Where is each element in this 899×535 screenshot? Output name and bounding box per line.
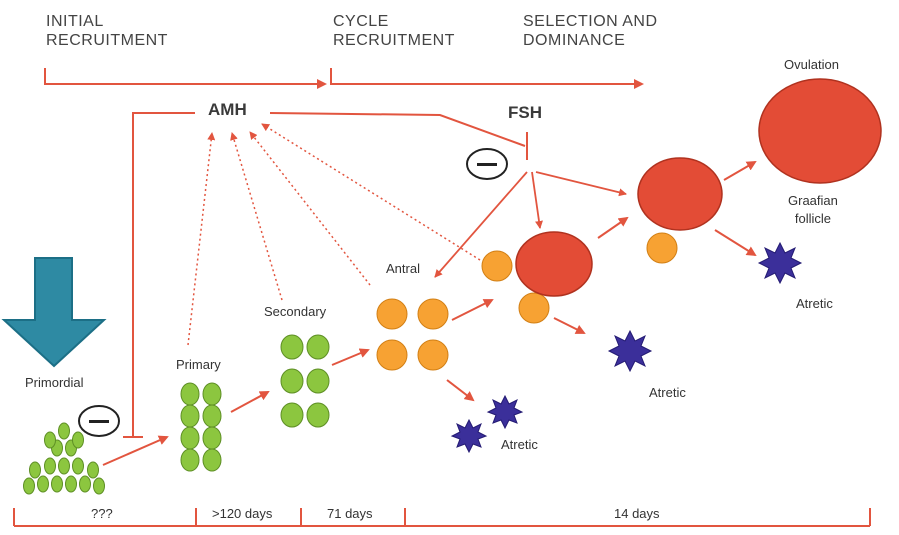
header-selection-line1: SELECTION AND	[523, 13, 658, 30]
timeline-label-preantral: >120 days	[212, 506, 273, 521]
atretic-label-selection: Atretic	[649, 385, 686, 400]
blue-down-arrow	[1, 257, 107, 368]
primordial-follicles	[23, 422, 105, 495]
phase-arrows	[44, 68, 644, 89]
header-initial-line1: INITIAL	[46, 13, 104, 30]
stage-primordial-label: Primordial	[25, 375, 84, 390]
stage-secondary-label: Secondary	[264, 304, 327, 319]
graafian-line2: follicle	[794, 211, 831, 226]
selection-follicles	[481, 78, 882, 324]
atretic-label-dominance: Atretic	[796, 296, 833, 311]
timeline-label-antral: 71 days	[327, 506, 373, 521]
header-initial-line2: RECRUITMENT	[46, 32, 168, 49]
timeline-label-selection: 14 days	[614, 506, 660, 521]
header-cycle-recruitment: CYCLE RECRUITMENT	[333, 12, 455, 50]
stage-graafian-label: Graafian follicle	[788, 192, 838, 228]
header-selection-line2: DOMINANCE	[523, 32, 626, 49]
amh-label: AMH	[208, 100, 247, 119]
amh-feedback	[187, 123, 481, 346]
primary-follicles	[180, 382, 222, 472]
inhibition-symbol-fsh	[466, 148, 508, 180]
fsh-arrows	[434, 171, 627, 278]
timeline	[13, 508, 871, 527]
timeline-label-primordial: ???	[91, 506, 113, 521]
atretic-follicles	[450, 241, 803, 454]
header-cycle-line2: RECRUITMENT	[333, 32, 455, 49]
header-initial-recruitment: INITIAL RECRUITMENT	[46, 12, 168, 50]
progression-arrows	[102, 160, 757, 466]
header-cycle-line1: CYCLE	[333, 13, 389, 30]
stage-antral-label: Antral	[386, 261, 420, 276]
antral-follicles	[376, 298, 449, 371]
amh-inhibition	[123, 112, 195, 438]
inhibition-symbol-primordial	[78, 405, 120, 437]
amh-fsh-inhibition	[269, 112, 528, 160]
stage-primary-label: Primary	[176, 357, 221, 372]
secondary-follicles	[280, 334, 330, 428]
stage-ovulation-label: Ovulation	[784, 57, 839, 72]
atretic-label-antral: Atretic	[501, 437, 538, 452]
header-selection-dominance: SELECTION AND DOMINANCE	[523, 12, 658, 50]
fsh-label: FSH	[508, 103, 542, 122]
graafian-line1: Graafian	[788, 193, 838, 208]
